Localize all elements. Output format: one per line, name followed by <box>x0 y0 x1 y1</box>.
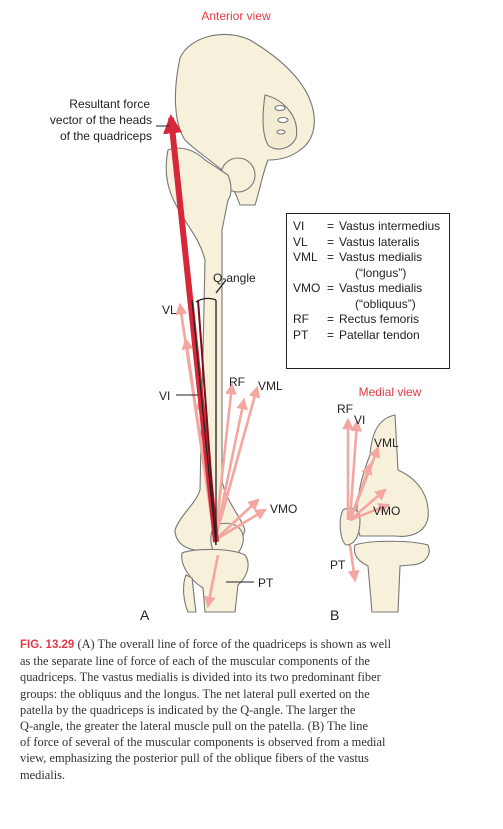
b-vi-vector <box>348 419 363 521</box>
figure-caption: FIG. 13.29 (A) The overall line of force… <box>20 636 484 783</box>
caption-line: quadriceps. The vastus medialis is divid… <box>20 670 381 685</box>
legend-desc: Vastus medialis <box>339 281 423 295</box>
legend-abbr: RF <box>293 312 309 326</box>
legend-desc: (“obliquus”) <box>355 296 416 311</box>
legend-row: RF = Rectus femoris <box>293 312 443 328</box>
a-vl-label: VL <box>162 303 177 317</box>
caption-line: patella by the quadriceps is indicated b… <box>20 702 356 717</box>
legend-row: VMO = Vastus medialis <box>293 281 443 297</box>
medial-knee-bones <box>339 414 430 613</box>
figure-number: FIG. 13.29 <box>20 639 75 651</box>
legend-abbr <box>293 266 327 282</box>
b-pt-label: PT <box>330 558 346 572</box>
quadriceps-force-diagram: Anterior view Medial view Resultant forc… <box>50 9 430 623</box>
vmo-vector-2 <box>214 498 260 541</box>
legend-abbr: PT <box>293 327 309 342</box>
legend-row: VML = Vastus medialis <box>293 250 443 266</box>
abbreviation-legend: VI = Vastus intermedius VL = Vastus late… <box>286 213 450 369</box>
pt-vector <box>204 554 220 609</box>
a-vi-label: VI <box>159 389 170 403</box>
label-leaders <box>156 125 254 583</box>
legend-abbr: VML <box>293 250 318 264</box>
legend-row: VL = Vastus lateralis <box>293 235 443 251</box>
legend-desc: (“longus”) <box>355 265 407 280</box>
rf-vector <box>213 382 237 541</box>
caption-line: medialis. <box>20 767 66 782</box>
q-angle-indicator <box>191 279 227 546</box>
b-vi-label: VI <box>354 413 365 427</box>
resultant-label-line2: vector of the heads <box>50 113 152 127</box>
a-rf-label: RF <box>229 375 245 389</box>
b-vml-label: VML <box>374 436 399 450</box>
caption-line: groups: the obliquus and the longus. The… <box>20 686 370 701</box>
resultant-label-line1: Resultant force <box>69 97 150 111</box>
caption-line: FIG. 13.29 (A) The overall line of force… <box>20 636 484 653</box>
legend-eq: = <box>327 327 335 342</box>
legend-abbr <box>293 297 327 313</box>
b-vmo-vector <box>349 488 387 521</box>
b-vml-vector-2 <box>348 462 373 521</box>
legend-eq <box>327 266 339 282</box>
caption-first-line: (A) The overall line of force of the qua… <box>74 637 392 651</box>
tibia-fibula-bones <box>181 548 249 613</box>
b-rf-label: RF <box>337 402 353 416</box>
resultant-core-line <box>197 299 217 543</box>
anterior-view-title: Anterior view <box>201 9 271 23</box>
b-vmo-vector-2 <box>349 502 391 522</box>
legend-eq: = <box>327 281 335 295</box>
legend-row: VI = Vastus intermedius <box>293 219 443 235</box>
legend-eq: = <box>327 250 335 264</box>
resultant-label-line3: of the quadriceps <box>60 129 152 143</box>
a-vmo-label: VMO <box>270 502 297 516</box>
legend-row: (“longus”) <box>293 266 443 282</box>
legend-desc: Vastus intermedius <box>339 219 441 233</box>
q-angle-label: Q-angle <box>213 271 256 285</box>
legend-desc: Rectus femoris <box>339 312 420 326</box>
force-vectors-b <box>342 417 391 583</box>
vml-vector-2 <box>213 397 248 541</box>
legend-eq: = <box>327 312 335 326</box>
legend-desc: Vastus medialis <box>339 250 423 264</box>
legend-eq <box>327 297 339 313</box>
caption-line: Q-angle, the greater the lateral muscle … <box>20 719 368 734</box>
panel-b-label: B <box>330 607 339 623</box>
pelvis-bone <box>174 33 315 206</box>
vmo-vector <box>214 508 268 542</box>
caption-line: as the separate line of force of each of… <box>20 654 370 669</box>
legend-eq: = <box>327 234 335 249</box>
panel-a-label: A <box>140 607 150 623</box>
legend-abbr: VMO <box>293 281 321 295</box>
legend-abbr: VL <box>293 234 308 249</box>
legend-row: PT = Patellar tendon <box>293 328 443 344</box>
caption-line: view, emphasizing the posterior pull of … <box>20 751 369 766</box>
b-vmo-label: VMO <box>373 504 400 518</box>
vml-vector <box>213 385 261 541</box>
legend-eq: = <box>327 219 335 233</box>
legend-row: (“obliquus”) <box>293 297 443 313</box>
a-pt-label: PT <box>258 576 274 590</box>
legend-desc: Patellar tendon <box>339 327 420 342</box>
legend-desc: Vastus lateralis <box>339 234 420 249</box>
legend-abbr: VI <box>293 219 305 233</box>
medial-view-title: Medial view <box>359 385 422 399</box>
caption-line: of force of several of the muscular comp… <box>20 735 386 750</box>
b-pt-vector <box>347 544 360 583</box>
a-vml-label: VML <box>258 379 283 393</box>
